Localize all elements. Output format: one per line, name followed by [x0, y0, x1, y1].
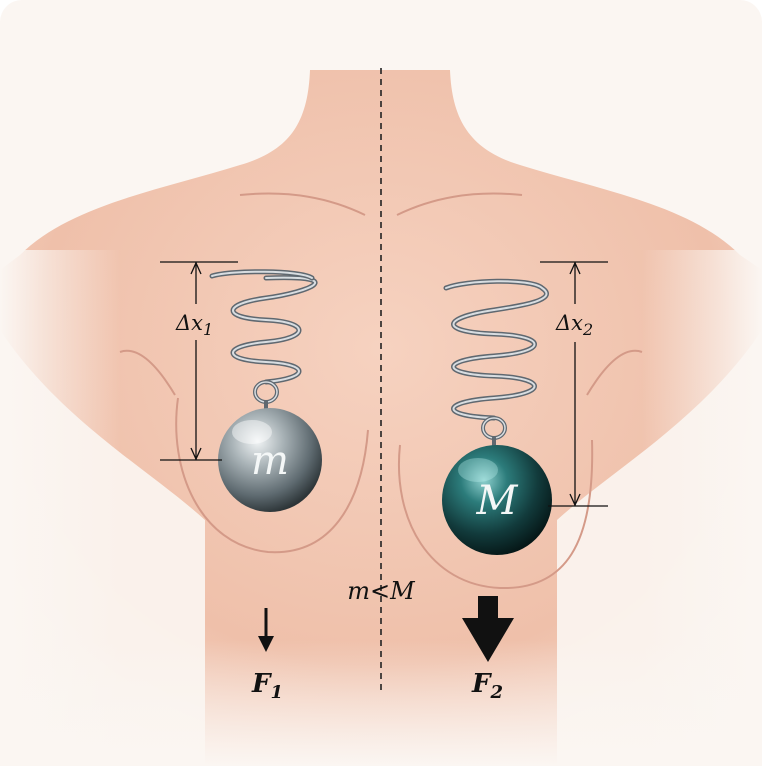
force-left-arrow: [258, 608, 274, 652]
displacement-left-label: Δx1: [175, 311, 213, 339]
force-right-arrow: [462, 596, 514, 662]
mass-small-ball: m: [218, 408, 322, 512]
torso: [0, 70, 762, 766]
spring-right: [443, 278, 549, 450]
mass-comparison-label: m<M: [347, 577, 416, 605]
force-left-label: F1: [251, 669, 283, 703]
displacement-right-dimension: [540, 261, 608, 507]
mass-large-label: M: [476, 478, 519, 524]
mass-small-label: m: [251, 438, 289, 484]
spring-left: [209, 269, 318, 414]
displacement-left-dimension: [160, 261, 238, 461]
mass-large-ball: M: [442, 445, 552, 555]
force-right-label: F2: [471, 669, 503, 703]
displacement-right-label: Δx2: [555, 311, 593, 339]
